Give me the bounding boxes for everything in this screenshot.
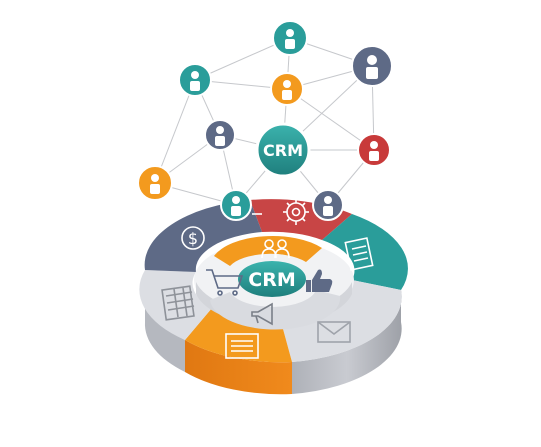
svg-text:$: $ [188,229,198,248]
person-node [220,189,252,221]
document-icon [344,237,374,271]
shopping-cart-icon [206,269,244,296]
person-node [204,119,236,151]
person-node [312,189,344,221]
person-icon [190,71,200,91]
person-icon [231,196,241,216]
person-icon [150,174,160,194]
segment-email [280,280,402,362]
hub-label: CRM [263,141,303,160]
wheel-center-badge [238,261,306,297]
person-icon [285,29,295,49]
person-node [272,20,308,56]
dollar-icon: $ [181,226,205,250]
person-node [357,133,391,167]
wheel-center-label: CRM [248,269,295,291]
network-links [154,37,375,206]
crm-hub: CRM [255,122,311,178]
person-icon [366,55,378,79]
envelope-icon [317,321,351,343]
megaphone-icon [251,302,273,326]
person-node [270,72,304,106]
network-nodes: CRM [137,20,393,221]
person-node [351,45,393,87]
report-icon [225,333,259,359]
thumbs-up-icon [306,269,333,292]
crm-wheel: CRM [139,199,408,395]
person-icon [215,126,225,146]
people-icon [261,239,290,259]
person-node [137,165,173,201]
spreadsheet-icon [161,285,195,321]
person-icon [323,196,333,216]
person-icon [369,141,379,161]
person-icon [282,80,292,100]
person-node [178,63,212,97]
